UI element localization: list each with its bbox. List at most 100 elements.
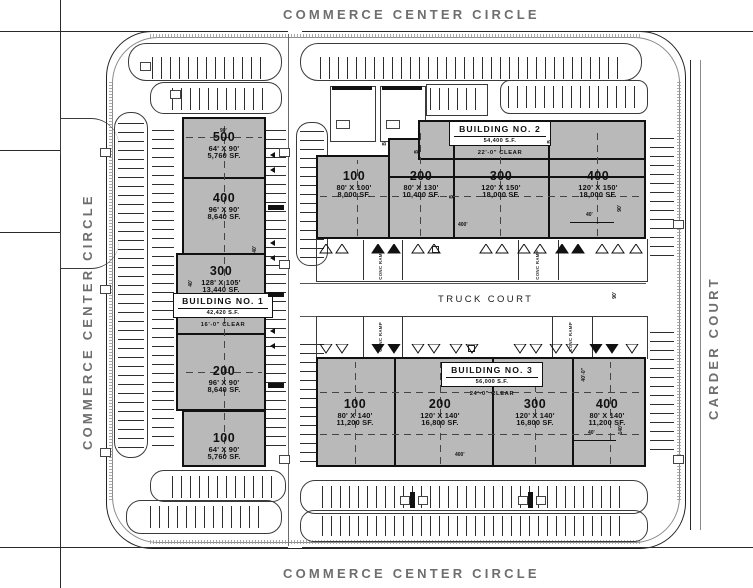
drive-entry-label-4 xyxy=(536,496,546,505)
building-2-unit-200[interactable]: 200 80' X 130' 10,400 SF. xyxy=(387,169,455,199)
unit-dimensions: 64' X 90' xyxy=(208,143,240,153)
building-1-centerline xyxy=(224,126,225,456)
plan-marker-e5 xyxy=(673,455,684,464)
bldg3-dock-divider-2 xyxy=(402,317,403,357)
building-1-offset-bay xyxy=(176,253,266,411)
building-3-plate[interactable]: BUILDING NO. 3 56,000 S.F. xyxy=(441,362,543,387)
west-entry-radius-top xyxy=(60,118,119,155)
building-1-dim-line-c xyxy=(186,372,262,373)
building-2-unit-100[interactable]: 100 80' X 100' 8,000 SF. xyxy=(320,169,388,199)
south-parking-curb-b xyxy=(300,510,648,542)
unit-number: 300 xyxy=(523,397,547,411)
building-3-vline-d xyxy=(610,362,611,464)
unit-area: 8,640 SF. xyxy=(207,385,241,395)
drive-entry-label-1 xyxy=(400,496,410,505)
bldg3-dock-divider-1 xyxy=(363,317,364,357)
bldg2-dock-apron xyxy=(316,239,648,282)
building-3-dimline-right xyxy=(572,440,616,441)
bldg2-dock-divider-1 xyxy=(363,240,364,280)
dock-arrow-b1-1 xyxy=(270,152,275,158)
building-2-unit-400[interactable]: 400 120' X 150' 18,000 SF. xyxy=(562,169,634,200)
west-parking-stalls-left-inner xyxy=(152,122,174,446)
plan-marker-w3 xyxy=(100,448,111,457)
building-1-dim-side: 40' xyxy=(252,246,258,253)
building-1-dim-top: 90' xyxy=(220,128,227,134)
truck-court-dim: 90' xyxy=(612,292,618,299)
street-line-left-2 xyxy=(60,150,61,588)
building-3-unit-100[interactable]: 100 80' X 140' 11,200 SF. xyxy=(320,397,390,427)
plan-marker-w2 xyxy=(100,285,111,294)
unit-dimensions: 96' X 90' xyxy=(208,377,240,387)
building-3-unit-200[interactable]: 200 120' X 140' 16,800 SF. xyxy=(400,397,480,427)
building-3-centerline xyxy=(320,392,642,393)
building-2-col-tick-2: B xyxy=(414,150,420,154)
north-aisle-curb-right xyxy=(426,84,488,116)
unit-dimensions: 80' X 140' xyxy=(337,410,373,420)
building-3-separator-1 xyxy=(394,357,396,467)
west-parking-stalls-north2 xyxy=(172,88,268,110)
unit-area: 18,000 SF. xyxy=(579,190,617,200)
north-aisle-stalls-right xyxy=(430,88,482,110)
building-2-title: BUILDING NO. 2 xyxy=(459,124,541,134)
east-parking-stalls-eastcol-s xyxy=(650,330,674,450)
plan-marker-e4 xyxy=(673,220,684,229)
building-2-col-tick-4: B xyxy=(547,140,553,144)
building-1-unit-400[interactable]: 400 96' X 90' 8,640 SF. xyxy=(184,191,264,222)
building-2-dim-bottom: 400' xyxy=(458,222,468,228)
unit-number: 400 xyxy=(595,397,619,411)
north-aisle-stalls-far xyxy=(508,86,638,108)
building-1-unit-200[interactable]: 200 96' X 90' 8,640 SF. xyxy=(184,364,264,395)
driveway-cut-top xyxy=(288,31,302,32)
plan-marker-e1 xyxy=(279,148,290,157)
building-1-plate[interactable]: BUILDING NO. 1 42,420 S.F. xyxy=(173,293,273,318)
west-parking-stalls-north xyxy=(152,57,266,79)
street-line-bottom xyxy=(0,547,753,548)
building-2-col-tick-3: B xyxy=(449,195,455,199)
building-3-dim-bottom: 400' xyxy=(455,452,465,458)
unit-area: 8,640 SF. xyxy=(207,212,241,222)
building-2-vline-c xyxy=(500,128,501,236)
building-3-separator-3 xyxy=(572,357,574,467)
building-1-unit-500[interactable]: 500 64' X 90' 5,760 SF. xyxy=(184,130,264,161)
unit-dimensions: 80' X 130' xyxy=(403,182,439,192)
building-1-area: 42,420 S.F. xyxy=(178,307,268,316)
west-parking-curb-north2 xyxy=(150,82,282,114)
unit-number: 100 xyxy=(212,431,236,445)
building-3-unit-300[interactable]: 300 120' X 140' 16,800 SF. xyxy=(495,397,575,427)
unit-area: 13,440 SF. xyxy=(202,285,240,295)
building-1-clear-height: 16'-0" CLEAR xyxy=(200,322,246,328)
building-2-plate[interactable]: BUILDING NO. 2 54,400 S.F. xyxy=(449,121,551,146)
building-3-unit-400[interactable]: 400 80' X 140' 11,200 SF. xyxy=(572,397,642,428)
curb-hatch-top xyxy=(150,34,640,38)
unit-number: 100 xyxy=(343,397,367,411)
unit-number: 300 xyxy=(489,169,513,183)
unit-area: 5,760 SF. xyxy=(207,151,241,161)
north-island-b-cap xyxy=(382,86,422,90)
west-parking-curb-south2 xyxy=(126,500,282,534)
building-2-centerline xyxy=(320,196,642,197)
east-parking-stalls-north xyxy=(320,57,626,79)
lot-divider-vertical xyxy=(288,34,289,546)
street-label-bottom: COMMERCE CENTER CIRCLE xyxy=(283,566,540,581)
unit-area: 11,200 SF. xyxy=(588,418,626,428)
building-1-unit-300[interactable]: 300 128' X 105' 13,440 SF. xyxy=(178,264,264,295)
drive-entry-bar-1 xyxy=(410,492,415,508)
street-line-right xyxy=(690,60,691,530)
curb-hatch-left xyxy=(109,80,113,500)
drive-entry-bar-2 xyxy=(528,492,533,508)
building-3-vline-b xyxy=(440,362,441,464)
unit-number: 100 xyxy=(342,169,366,183)
building-2-unit-300[interactable]: 300 120' X 150' 18,000 SF. xyxy=(465,169,537,199)
dock-arrow-b1-2 xyxy=(270,167,275,173)
west-parking-curb-north xyxy=(128,43,282,81)
west-parking-stalls-right xyxy=(262,128,286,446)
unit-dimensions: 128' X 105' xyxy=(201,277,241,287)
driveway-cut-bottom xyxy=(288,547,302,548)
plan-marker-e3 xyxy=(279,455,290,464)
curb-hatch-right xyxy=(677,80,681,500)
north-island-a xyxy=(330,86,376,142)
west-entry-radius-bottom xyxy=(60,232,119,269)
curb-hatch-bottom xyxy=(150,540,640,544)
building-1-unit-100[interactable]: 100 64' X 90' 5,760 SF. xyxy=(184,431,264,461)
unit-dimensions: 80' X 140' xyxy=(589,410,625,420)
